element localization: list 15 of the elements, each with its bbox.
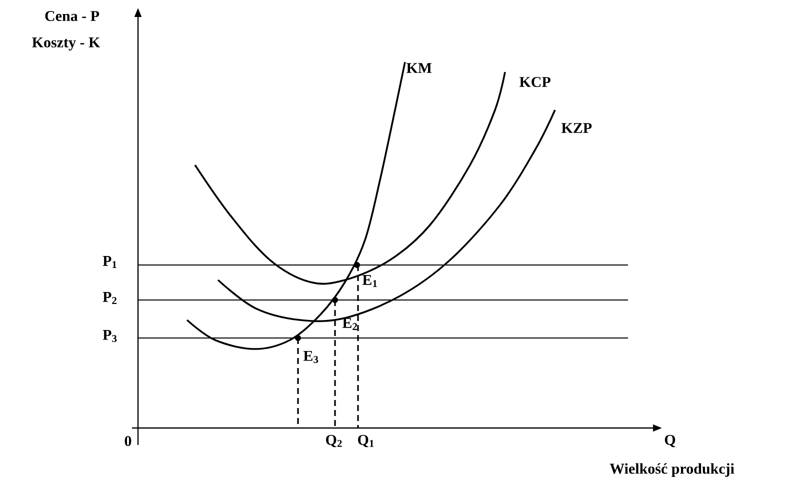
axis-title: Koszty - K: [32, 37, 100, 51]
price-label: P$_{3}$: [102, 330, 117, 342]
axis-title: Wielkość produkcji: [610, 463, 734, 477]
quantity-label: Q$_{1}$: [358, 434, 374, 448]
axis-title: Cena - P: [45, 10, 100, 22]
price-label: P$_{2}$: [102, 292, 116, 304]
point-label: E$_{3}$: [303, 350, 318, 364]
point-label: E$_{1}$: [362, 275, 377, 287]
quantity-label: Q$_{2}$: [326, 434, 342, 448]
price-label: P$_{1}$: [102, 256, 116, 268]
origin-label: 0: [124, 436, 132, 446]
curve-label: KM: [406, 63, 432, 73]
curve-label: KCP: [519, 76, 550, 88]
axis-title: Q: [664, 434, 676, 448]
curve-label: KZP: [561, 123, 592, 133]
